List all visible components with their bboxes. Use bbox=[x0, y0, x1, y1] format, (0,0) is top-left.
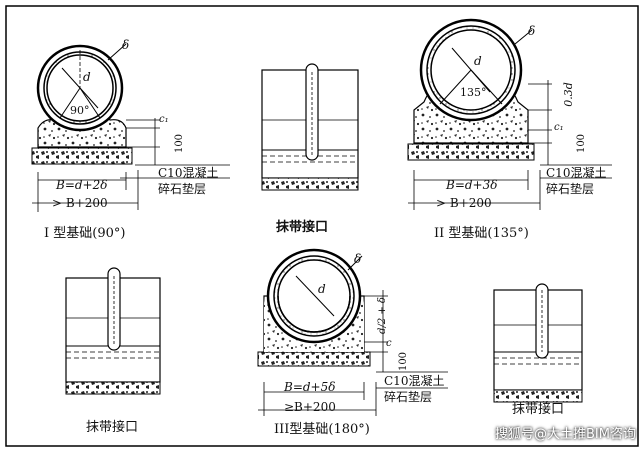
joint1-caption: 抹带接口 bbox=[276, 220, 329, 235]
type2-angle-label: 135° bbox=[460, 86, 487, 99]
joint2-caption: 抹带接口 bbox=[86, 420, 139, 435]
type2-dim-03d: 0.3d bbox=[561, 82, 575, 107]
joint1-drawing bbox=[261, 63, 359, 191]
type2-concrete-label: C10混凝土 bbox=[546, 166, 607, 180]
type3-d-label: d bbox=[318, 282, 326, 296]
type3-Bmin-label: ≥B+200 bbox=[284, 400, 336, 414]
type3-delta-label: δ bbox=[354, 252, 362, 266]
joint3-drawing bbox=[493, 283, 583, 403]
type1-concrete-label: C10混凝土 bbox=[158, 166, 219, 180]
type2-caption: II 型基础(135°) bbox=[434, 226, 529, 241]
type2-Bmin-label: > B+200 bbox=[436, 196, 492, 210]
type3-B-label: B=d+5δ bbox=[284, 380, 336, 394]
type1-angle-label: 90° bbox=[70, 104, 90, 117]
type1-B-label: B=d+2δ bbox=[56, 178, 108, 192]
type1-caption: I 型基础(90°) bbox=[44, 226, 126, 241]
type1-dim-100: 100 bbox=[174, 133, 186, 154]
type1-delta-label: δ bbox=[122, 38, 130, 52]
joint3-caption: 抹带接口 bbox=[512, 402, 565, 417]
type2-foundation-drawing bbox=[407, 18, 612, 210]
type1-gravel-label: 碎石垫层 bbox=[158, 182, 207, 196]
type3-concrete-label: C10混凝土 bbox=[384, 374, 445, 388]
joint2-drawing bbox=[65, 267, 161, 395]
watermark: 搜狐号@大土推BIM咨询 bbox=[495, 427, 636, 442]
type3-caption: III型基础(180°) bbox=[274, 422, 370, 437]
type1-foundation-drawing bbox=[31, 43, 230, 212]
type3-c1-label: c bbox=[386, 338, 392, 349]
type1-Bmin-label: > B+200 bbox=[52, 196, 108, 210]
type3-dim-half-d: d/2 + δ bbox=[376, 297, 388, 334]
type2-d-label: d bbox=[474, 54, 482, 68]
type2-gravel-label: 碎石垫层 bbox=[546, 182, 595, 196]
type3-dim-100: 100 bbox=[398, 351, 410, 372]
type2-B-label: B=d+3δ bbox=[446, 178, 498, 192]
type2-dim-100: 100 bbox=[576, 133, 588, 154]
type3-foundation-drawing bbox=[257, 248, 448, 416]
type2-delta-label: δ bbox=[528, 24, 536, 38]
type3-gravel-label: 碎石垫层 bbox=[384, 390, 433, 404]
outer-frame bbox=[5, 5, 639, 447]
type1-d-label: d bbox=[83, 70, 91, 84]
type2-c1-label: c₁ bbox=[554, 122, 564, 133]
type1-c1-label: c₁ bbox=[159, 114, 169, 125]
